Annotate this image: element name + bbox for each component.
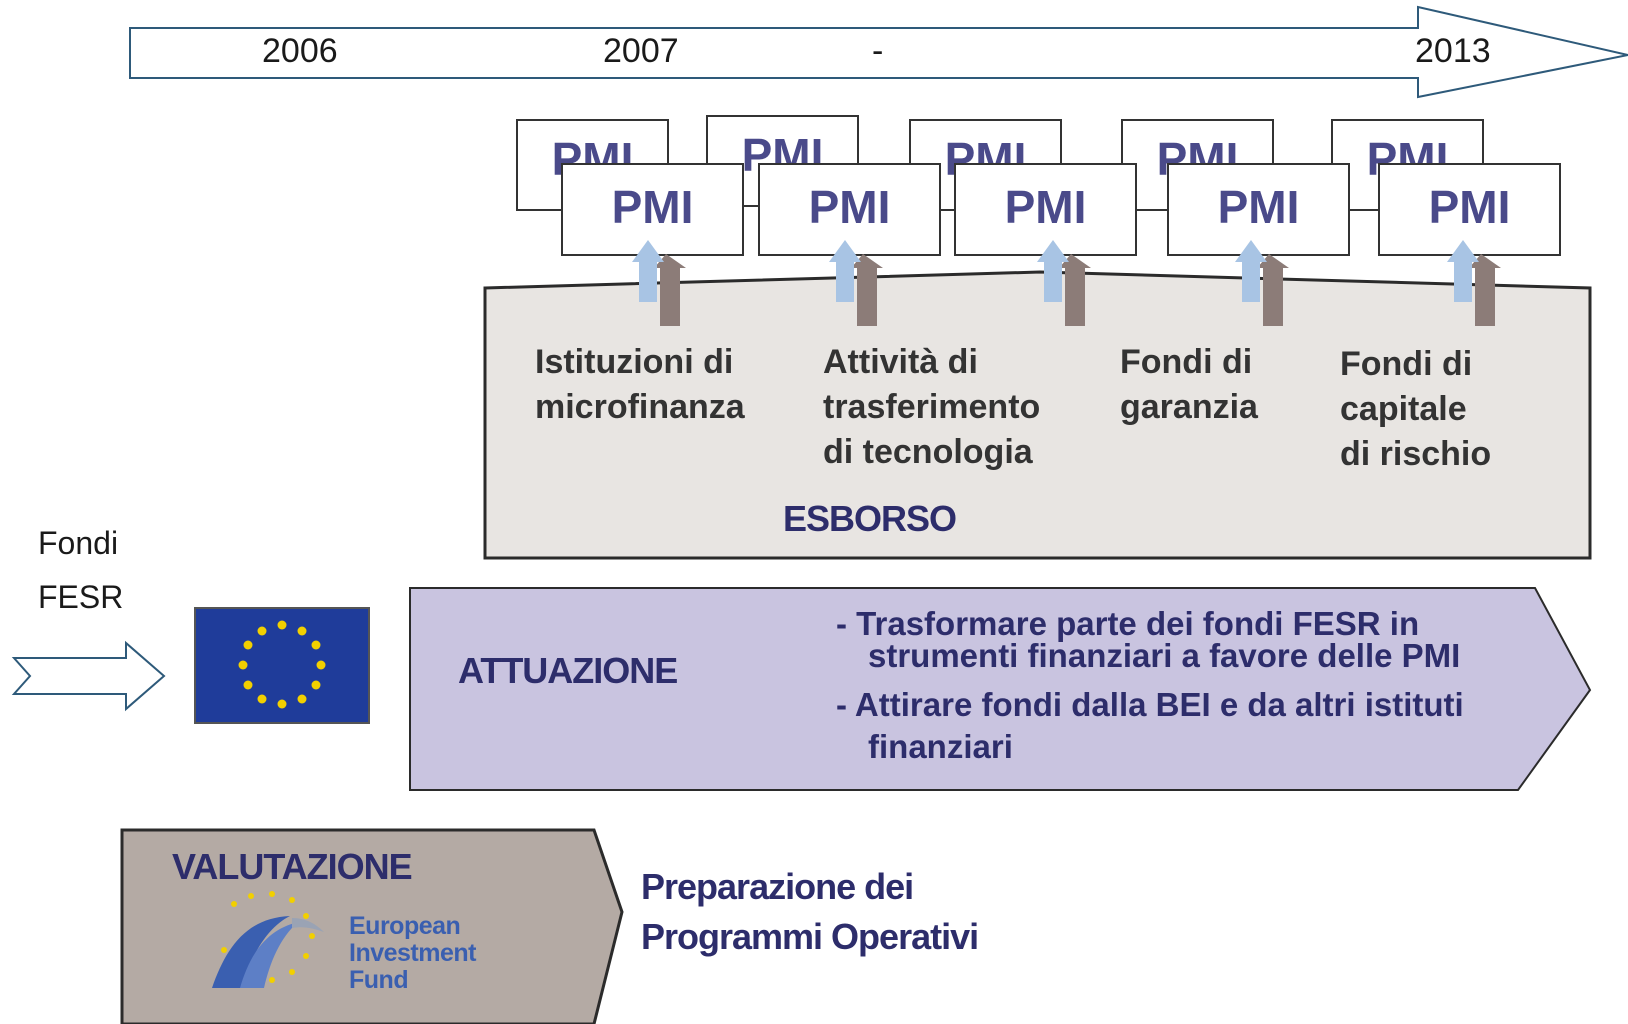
pmi-box: PMI — [1378, 163, 1561, 256]
eu-star-ring — [238, 620, 326, 709]
eif-logo-icon — [212, 891, 324, 988]
timeline-year-2006: 2006 — [262, 32, 338, 70]
attuazione-bullets: - Trasformare parte dei fondi FESR in st… — [836, 605, 1464, 768]
up-arrow-icon — [1447, 240, 1501, 326]
eif-logo-text: European Investment Fund — [349, 913, 476, 994]
institution-capitale-rischio: Fondi di capitale di rischio — [1340, 342, 1491, 477]
up-arrow-icon — [1037, 240, 1091, 326]
bullet-line: - Trasformare parte dei fondi FESR in — [836, 605, 1420, 642]
institution-microfinanza: Istituzioni di microfinanza — [535, 340, 745, 430]
esborso-title: ESBORSO — [783, 498, 957, 539]
bullet-line: finanziari — [868, 728, 1013, 765]
pmi-box: PMI — [561, 163, 744, 256]
timeline-dash: - — [872, 32, 884, 70]
attuazione-bullet-1: - Trasformare parte dei fondi FESR in st… — [836, 605, 1464, 674]
fondi-fesr-arrow — [11, 640, 166, 712]
valutazione-title: VALUTAZIONE — [172, 846, 413, 887]
fondi-fesr-line1: Fondi — [38, 525, 119, 561]
eif-logo-line: Investment — [349, 939, 476, 967]
institution-line: garanzia — [1120, 388, 1258, 426]
fondi-fesr-line2: FESR — [38, 579, 124, 615]
institution-line: capitale — [1340, 390, 1467, 428]
institution-line: Istituzioni di — [535, 343, 734, 381]
institution-trasferimento-tecnologia: Attività di trasferimento di tecnologia — [823, 340, 1040, 475]
fondi-fesr-label: Fondi FESR — [38, 516, 123, 624]
timeline-year-2007: 2007 — [603, 32, 679, 70]
attuazione-arrow-box — [409, 587, 1592, 791]
institution-line: di tecnologia — [823, 433, 1033, 471]
institution-line: microfinanza — [535, 388, 745, 426]
institution-line: Attività di — [823, 343, 978, 381]
institution-line: Fondi di — [1340, 345, 1473, 383]
preparazione-line1: Preparazione dei — [641, 866, 914, 907]
up-arrow-icon — [632, 240, 686, 326]
institution-line: Fondi di — [1120, 343, 1253, 381]
preparazione-line2: Programmi Operativi — [641, 916, 979, 957]
eif-logo-line: European — [349, 912, 461, 940]
eif-logo-line: Fund — [349, 966, 409, 994]
bullet-line: - Attirare fondi dalla BEI e da altri is… — [836, 686, 1464, 723]
institution-line: trasferimento — [823, 388, 1041, 426]
attuazione-bullet-2: - Attirare fondi dalla BEI e da altri is… — [836, 684, 1464, 768]
up-arrow-icon — [829, 240, 883, 326]
timeline-year-2013: 2013 — [1415, 32, 1491, 70]
pmi-box: PMI — [1167, 163, 1350, 256]
timeline-arrow — [129, 5, 1628, 99]
up-arrow-icon — [1235, 240, 1289, 326]
institution-garanzia: Fondi di garanzia — [1120, 340, 1258, 430]
preparazione-text: Preparazione dei Programmi Operativi — [641, 862, 979, 962]
eu-flag-icon — [194, 607, 370, 724]
attuazione-title: ATTUAZIONE — [458, 650, 678, 691]
pmi-box: PMI — [758, 163, 941, 256]
esborso-box — [483, 270, 1592, 560]
bullet-line: strumenti finanziari a favore delle PMI — [868, 637, 1461, 674]
institution-line: di rischio — [1340, 435, 1492, 473]
